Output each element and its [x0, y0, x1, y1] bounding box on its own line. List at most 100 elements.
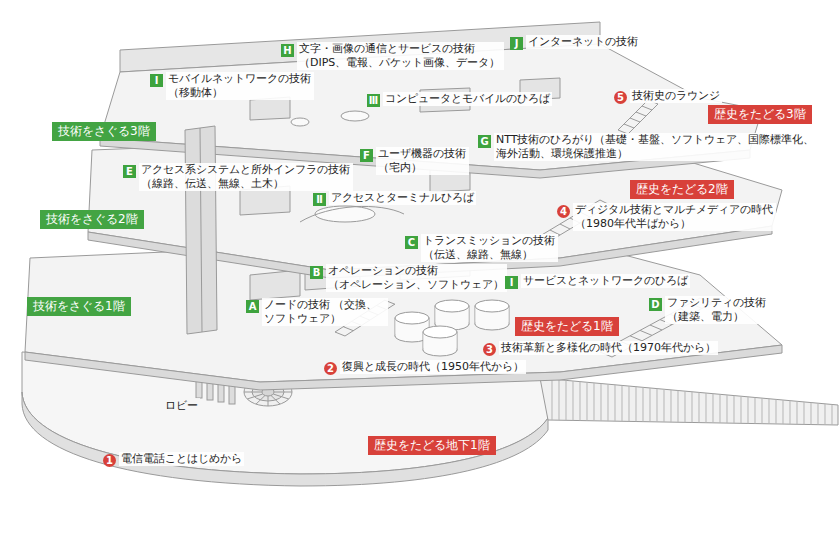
zone-description: ノードの技術 （交換、ソフトウェア）	[262, 298, 388, 326]
grid-line	[636, 387, 637, 422]
badge-symbol: F	[363, 151, 370, 161]
grid-line	[741, 396, 742, 423]
grid-line	[587, 382, 588, 420]
floor-label: 技術をさぐる1階	[27, 297, 131, 316]
lobby-wall	[22, 392, 548, 486]
floor-label: 歴史をたどる2階	[630, 180, 734, 199]
floor-label-text: 技術をさぐる1階	[33, 299, 125, 314]
exhibit-cylinder	[475, 300, 509, 312]
grid-line	[552, 379, 553, 420]
stair-step	[560, 224, 570, 229]
zone-description: ファシリティの技術 （建築、電力）	[665, 296, 769, 324]
zone-tag: H文字・画像の通信とサービスの技術 （DIPS、電報、パケット画像、データ）	[281, 44, 294, 57]
grid-line	[657, 389, 658, 422]
floor-label: 技術をさぐる3階	[52, 122, 156, 141]
partition-wall	[250, 270, 300, 300]
grid-line	[748, 397, 749, 424]
grid-line	[664, 389, 665, 422]
zone-description: 技術革新と多様化の時代（1970年代から）	[499, 341, 718, 355]
grid-line	[783, 400, 784, 424]
stair-line	[618, 100, 648, 130]
badge-symbol: J	[515, 39, 519, 49]
stair-step	[642, 106, 652, 110]
grid-line	[594, 383, 595, 421]
stair-step	[335, 332, 345, 336]
grid-line	[566, 380, 567, 420]
history-number: 2復興と成長の時代（1950年代から）	[324, 362, 337, 375]
grid-line	[615, 385, 616, 421]
floor-label: 歴史をたどる1階	[515, 317, 619, 336]
badge-symbol: B	[313, 268, 321, 278]
grid-line	[776, 399, 777, 424]
spiral-step	[273, 394, 289, 399]
grid-line	[601, 384, 602, 421]
grid-line	[580, 382, 581, 421]
floor-label: 技術をさぐる2階	[40, 210, 144, 229]
badge-symbol: Ⅱ	[316, 195, 323, 205]
badge-symbol: E	[126, 167, 133, 177]
elevator-tower	[185, 126, 217, 334]
badge-symbol: 1	[106, 456, 113, 466]
grid-line	[650, 388, 651, 422]
grid-line	[713, 394, 714, 423]
grid-line	[720, 394, 721, 423]
badge-symbol: H	[283, 46, 291, 56]
grid-line	[699, 392, 700, 422]
escalator-step	[640, 330, 652, 335]
zone-tag: Jインターネットの技術	[510, 37, 523, 50]
badge-symbol: Ⅰ	[510, 278, 514, 288]
grid-platform	[540, 378, 838, 425]
zone-description: トランスミッションの技術 （伝送、線路、無線）	[421, 234, 558, 262]
stair-step	[630, 118, 640, 122]
grid-line	[727, 395, 728, 423]
spiral-step	[244, 392, 262, 393]
floor-label-text: 歴史をたどる3階	[714, 107, 806, 122]
partition-wall	[250, 97, 290, 120]
zone-description: 技術史のラウンジ	[630, 89, 722, 103]
zone-tag: Bオペレーションの技術 （オペレーション、ソフトウェア）	[310, 266, 323, 279]
grid-line	[692, 392, 693, 423]
badge-symbol: 2	[327, 364, 334, 374]
area-label: ロビー	[163, 398, 200, 413]
grid-line	[671, 390, 672, 422]
zone-tag: Ⅰサービスとネットワークのひろば	[505, 276, 518, 289]
zone-tag: Dファシリティの技術 （建築、電力）	[649, 298, 662, 311]
zone-description: サービスとネットワークのひろば	[521, 274, 690, 288]
badge-symbol: Ⅲ	[369, 96, 378, 106]
grid-line	[811, 403, 812, 425]
history-number: 5技術史のラウンジ	[614, 91, 627, 104]
zone-description: ディジタル技術とマルチメディアの時代 （1980年代半ばから）	[573, 203, 776, 231]
exhibit-cylinder	[435, 300, 469, 312]
zone-description: 復興と成長の時代（1950年代から）	[340, 360, 526, 374]
grid-line	[706, 393, 707, 423]
floor-label-text: 歴史をたどる1階	[521, 319, 613, 334]
badge-symbol: 4	[560, 207, 567, 217]
stair-step	[343, 327, 353, 331]
zone-description: アクセス系システムと所外インフラの技術 （線路、伝送、無線、土木）	[139, 163, 353, 191]
round-fixture	[315, 206, 375, 222]
zone-description: インターネットの技術	[526, 35, 640, 49]
grid-line	[629, 386, 630, 421]
grid-line	[573, 381, 574, 420]
stair-step	[636, 112, 646, 116]
ramp-curve	[300, 206, 404, 222]
zone-description: 文字・画像の通信とサービスの技術 （DIPS、電報、パケット画像、データ）	[297, 42, 504, 70]
zone-description: NTT技術のひろがり（基礎・基盤、ソフトウェア、国際標準化、 海外活動、環境保護…	[494, 133, 818, 161]
zone-description: 電信電話ことはじめから	[119, 452, 244, 466]
exhibit-cylinder	[423, 326, 457, 338]
badge-symbol: D	[651, 300, 659, 310]
grid-line	[622, 385, 623, 421]
grid-line	[608, 384, 609, 421]
badge-symbol: 3	[486, 345, 493, 355]
floor-label: 歴史をたどる3階	[708, 105, 812, 124]
grid-line	[790, 401, 791, 425]
zone-description: アクセスとターミナルひろば	[329, 191, 476, 205]
floor-label-text: 技術をさぐる3階	[58, 124, 150, 139]
floor-label-text: 歴史をたどる地下1階	[374, 438, 490, 453]
grid-line	[804, 402, 805, 424]
spiral-step	[247, 394, 263, 399]
spiral-step	[274, 392, 292, 393]
stair-step	[624, 124, 634, 128]
grid-line	[685, 391, 686, 422]
zone-tag: Cトランスミッションの技術 （伝送、線路、無線）	[405, 236, 418, 249]
